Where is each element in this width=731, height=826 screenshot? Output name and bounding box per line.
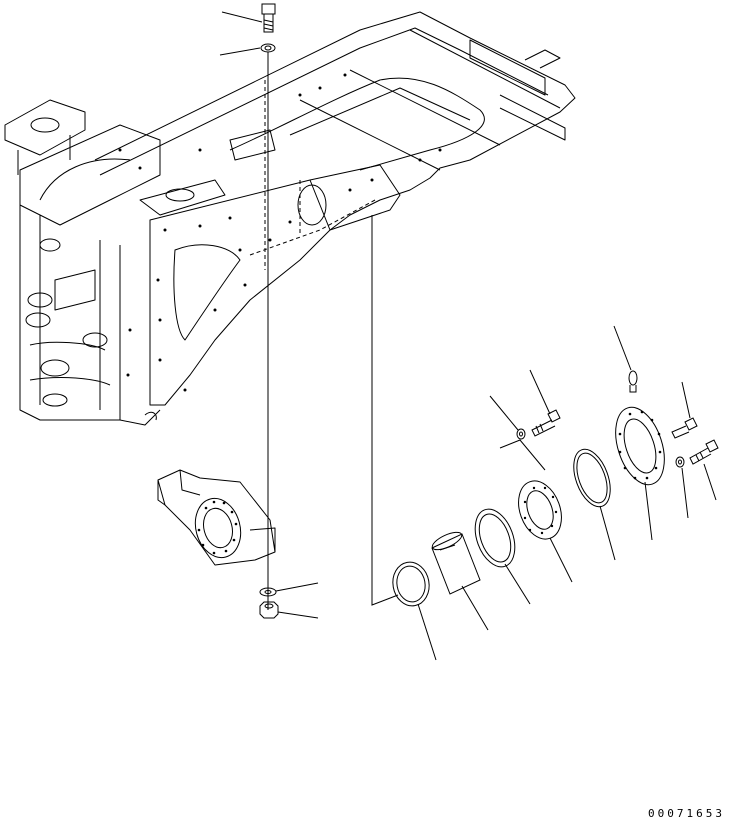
rear-axle-support	[158, 470, 275, 565]
leader-shim	[600, 506, 615, 560]
bolt-left	[532, 410, 560, 436]
bolt-top	[262, 4, 275, 32]
washer-bottom	[260, 588, 276, 596]
seal-ring	[389, 559, 432, 609]
leader-washer-left	[490, 396, 518, 430]
cover-plate	[607, 401, 674, 491]
thrust-plate	[511, 475, 569, 545]
nut-bottom	[260, 602, 278, 618]
leader-bolt-top	[222, 12, 262, 22]
leader-thrust-plate	[550, 538, 572, 582]
assembly-line-bracket	[372, 215, 398, 605]
leader-grease-fitting	[614, 326, 631, 370]
grease-fitting	[629, 371, 637, 392]
rear-frame	[5, 12, 575, 425]
thrust-ring	[468, 504, 522, 573]
bushing	[430, 529, 480, 594]
bolt-right	[672, 418, 697, 438]
leader-washer-right	[682, 468, 688, 518]
leader-washer-top	[220, 48, 260, 55]
leader-washer-bottom	[276, 583, 318, 591]
leader-thrust-ring	[505, 564, 530, 604]
leader-seal-ring	[418, 604, 436, 660]
leader-bolt-right-upper	[682, 382, 690, 418]
drawing-number: 00071653	[648, 807, 725, 820]
shim	[567, 444, 618, 511]
leader-bolt-right	[704, 464, 716, 500]
leader-bolt-left	[530, 370, 550, 414]
leader-cover-plate	[645, 482, 652, 540]
leader-nut-bottom	[278, 612, 318, 618]
leader-bushing	[462, 586, 488, 630]
washer-right	[676, 457, 684, 467]
washer-top	[261, 44, 275, 52]
assembly-line-left	[500, 440, 545, 470]
washer-left	[517, 429, 525, 439]
bolt-right-lower	[690, 440, 718, 464]
